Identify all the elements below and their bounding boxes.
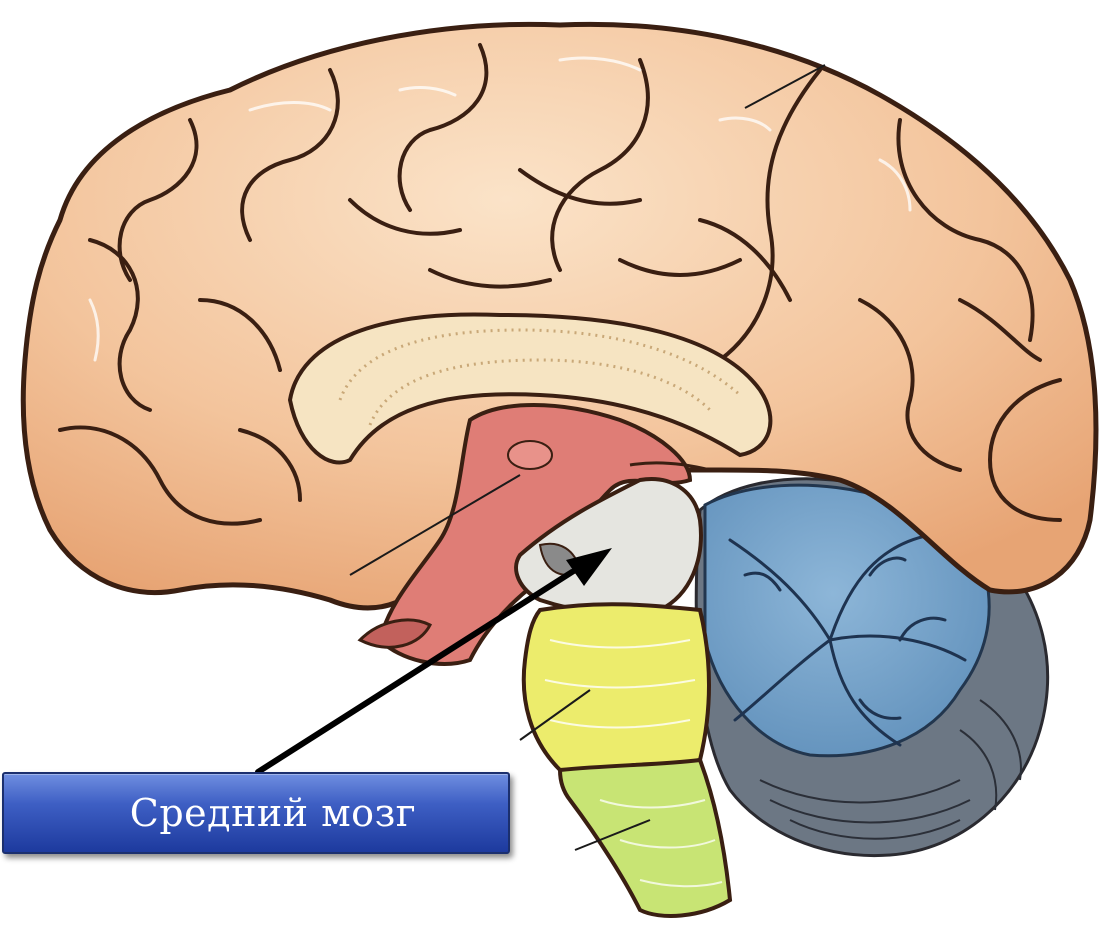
midbrain-label-box: Средний мозг <box>2 772 510 854</box>
medulla-oblongata <box>560 760 730 916</box>
midbrain-label: Средний мозг <box>96 791 416 835</box>
brainstem <box>516 479 730 916</box>
